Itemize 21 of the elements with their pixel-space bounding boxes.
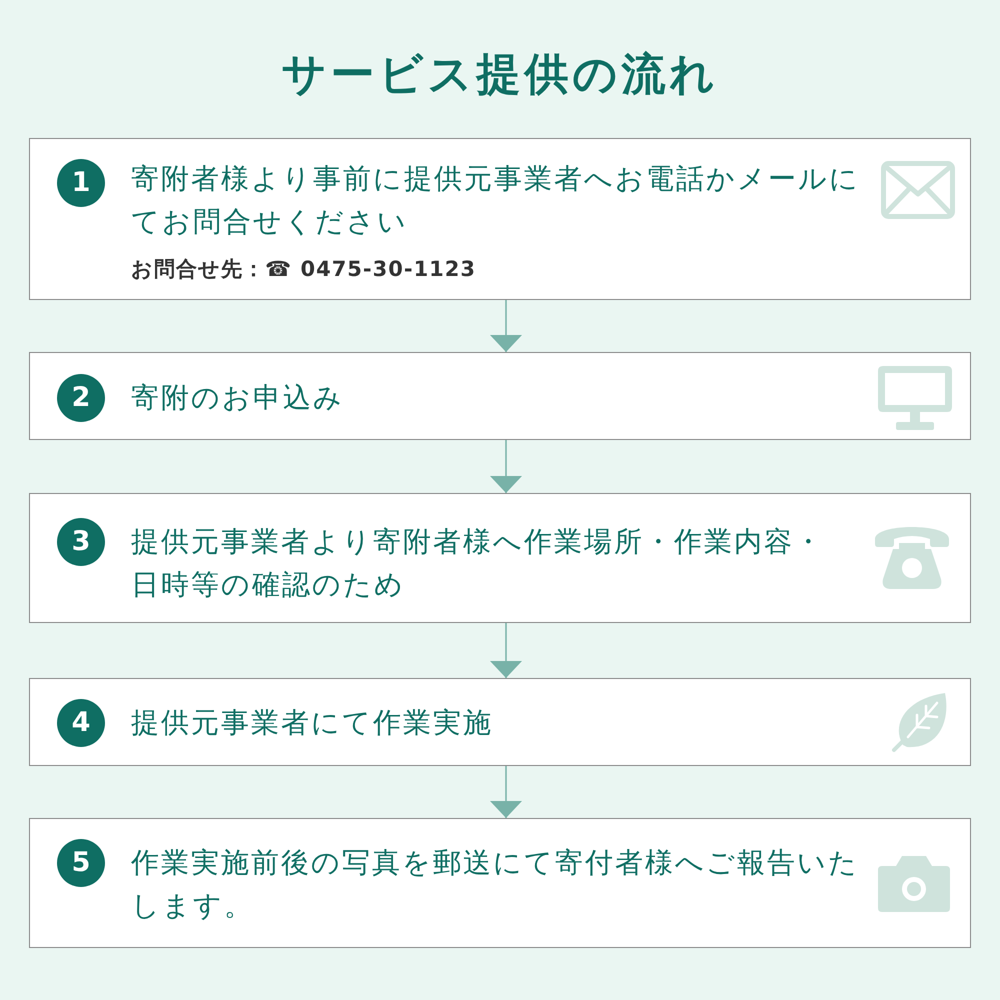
number-circle: 3 xyxy=(57,518,105,566)
step-box xyxy=(29,352,971,440)
title: サービス提供の流れ xyxy=(282,48,718,102)
step-box xyxy=(29,818,971,948)
step-text: 寄附者様より事前に提供元事業者へお電話かメールにてお問合せください xyxy=(131,161,861,240)
arrow xyxy=(490,623,522,678)
number-circle: 4 xyxy=(57,699,105,747)
step-text: 作業実施前後の写真を郵送にて寄付者様へご報告いたします。 xyxy=(131,845,860,924)
step-box xyxy=(29,678,971,766)
number-circle: 1 xyxy=(57,159,105,207)
step-text: 提供元事業者にて作業実施 xyxy=(131,705,493,741)
number-circle: 5 xyxy=(57,839,105,887)
arrow xyxy=(490,766,522,818)
step-text: 提供元事業者より寄附者様へ作業場所・作業内容・日時等の確認のため xyxy=(131,524,825,603)
step-box xyxy=(29,493,971,623)
arrow xyxy=(490,440,522,493)
arrow xyxy=(490,300,522,352)
step-text: 寄附のお申込み xyxy=(131,380,344,416)
number-circle: 2 xyxy=(57,374,105,422)
step-box xyxy=(29,138,971,300)
contact-text: お問合せ先：☎ 0475-30-1123 xyxy=(131,256,476,283)
